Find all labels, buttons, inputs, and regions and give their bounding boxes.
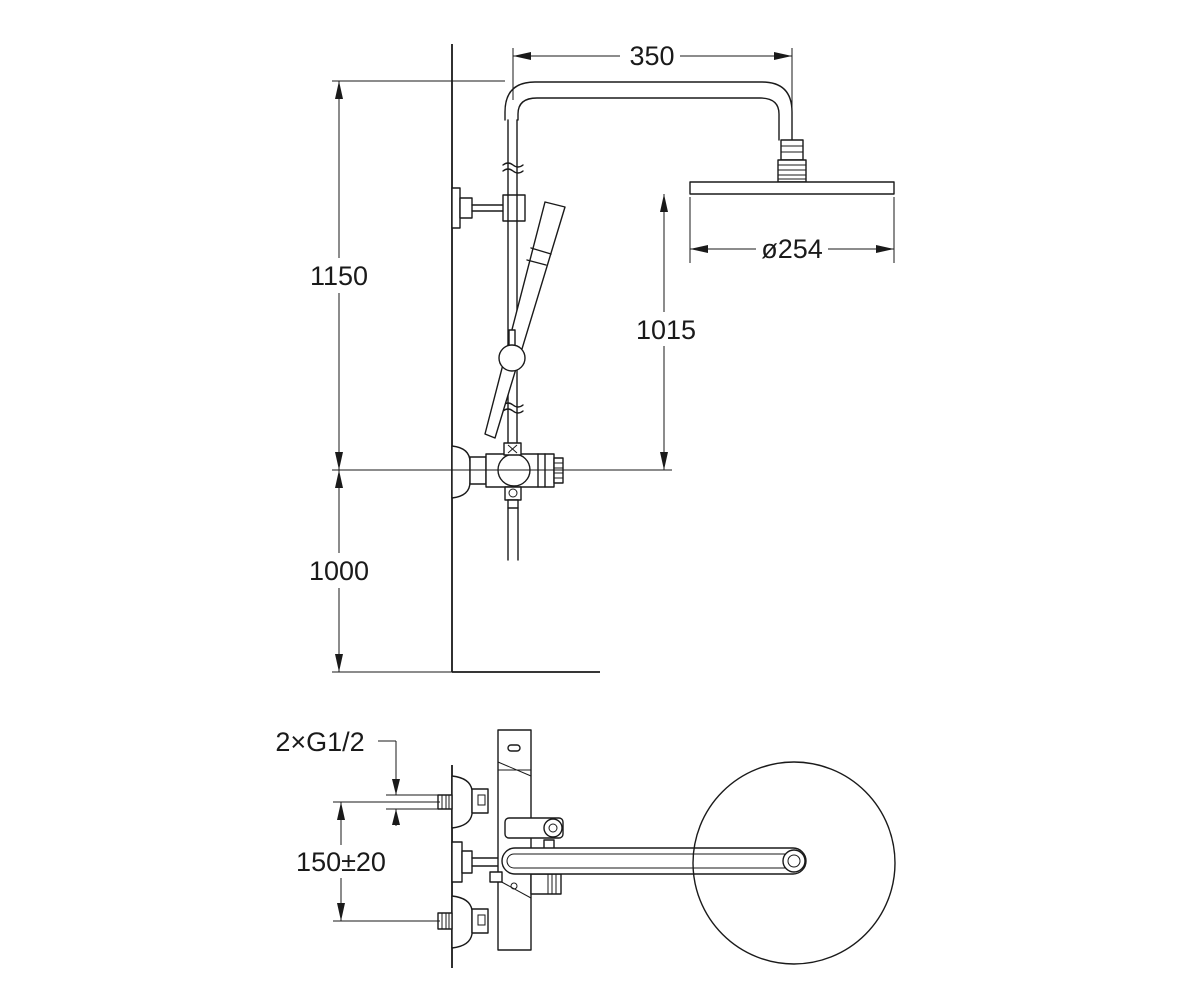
diverter-handle-plan [504,817,564,853]
overhead-arm [504,81,793,141]
shower-head-side [689,181,895,195]
head-diameter-dimension: ø254 [689,197,895,264]
shower-head-plan [692,761,896,965]
front-elevation-view: 350 ø254 1150 1015 [309,41,895,673]
upper-eccentric-connector [437,775,489,829]
valve-height-dimension: 1000 [309,470,452,673]
head-diameter-label: ø254 [761,234,823,264]
arm-length-dimension: 350 [512,41,793,112]
wall-bracket [451,187,526,229]
valve-height-label: 1000 [309,556,369,586]
head-connector [777,139,807,183]
inlet-spacing-label: 150±20 [296,847,386,877]
inlet-spacing-dimension: 150±20 [296,801,440,922]
arm-length-label: 350 [629,41,674,71]
lower-eccentric-connector [437,895,489,949]
inlet-thread-annotation: 2×G1/2 [275,727,440,826]
plan-view: 2×G1/2 150±20 [275,727,896,968]
total-height-dimension: 1150 [310,80,505,470]
inlet-thread-label: 2×G1/2 [275,727,364,757]
middle-wall-bracket [451,841,501,883]
slide-holder [498,329,526,372]
hand-shower [484,201,566,439]
arm-plan [501,847,807,875]
total-height-label: 1150 [310,261,368,291]
mixer-valve [451,442,564,561]
valve-body-plan [489,729,562,951]
head-to-valve-label: 1015 [636,315,696,345]
head-to-valve-dimension: 1015 [636,194,696,470]
